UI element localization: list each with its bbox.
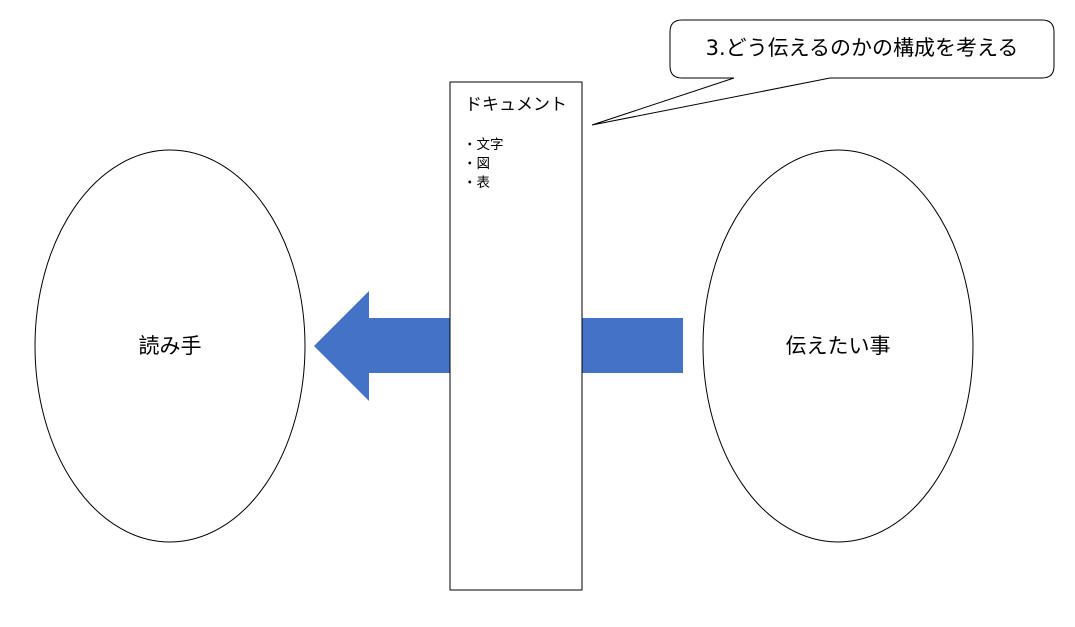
document-item-figure: 図 — [463, 155, 504, 174]
message-to-document-arrow — [582, 318, 683, 373]
document-item-list: 文字 図 表 — [463, 136, 504, 193]
message-label: 伝えたい事 — [785, 334, 891, 358]
reader-label: 読み手 — [138, 334, 202, 358]
document-to-reader-arrow — [314, 291, 450, 401]
reader-ellipse — [34, 149, 306, 543]
message-ellipse — [702, 149, 974, 543]
document-box — [449, 81, 583, 591]
document-item-text: 文字 — [463, 136, 504, 155]
callout-bubble — [591, 19, 1055, 126]
callout-text: 3.どう伝えるのかの構成を考える — [705, 36, 1019, 60]
document-title: ドキュメント — [465, 95, 567, 115]
document-item-table: 表 — [463, 174, 504, 193]
